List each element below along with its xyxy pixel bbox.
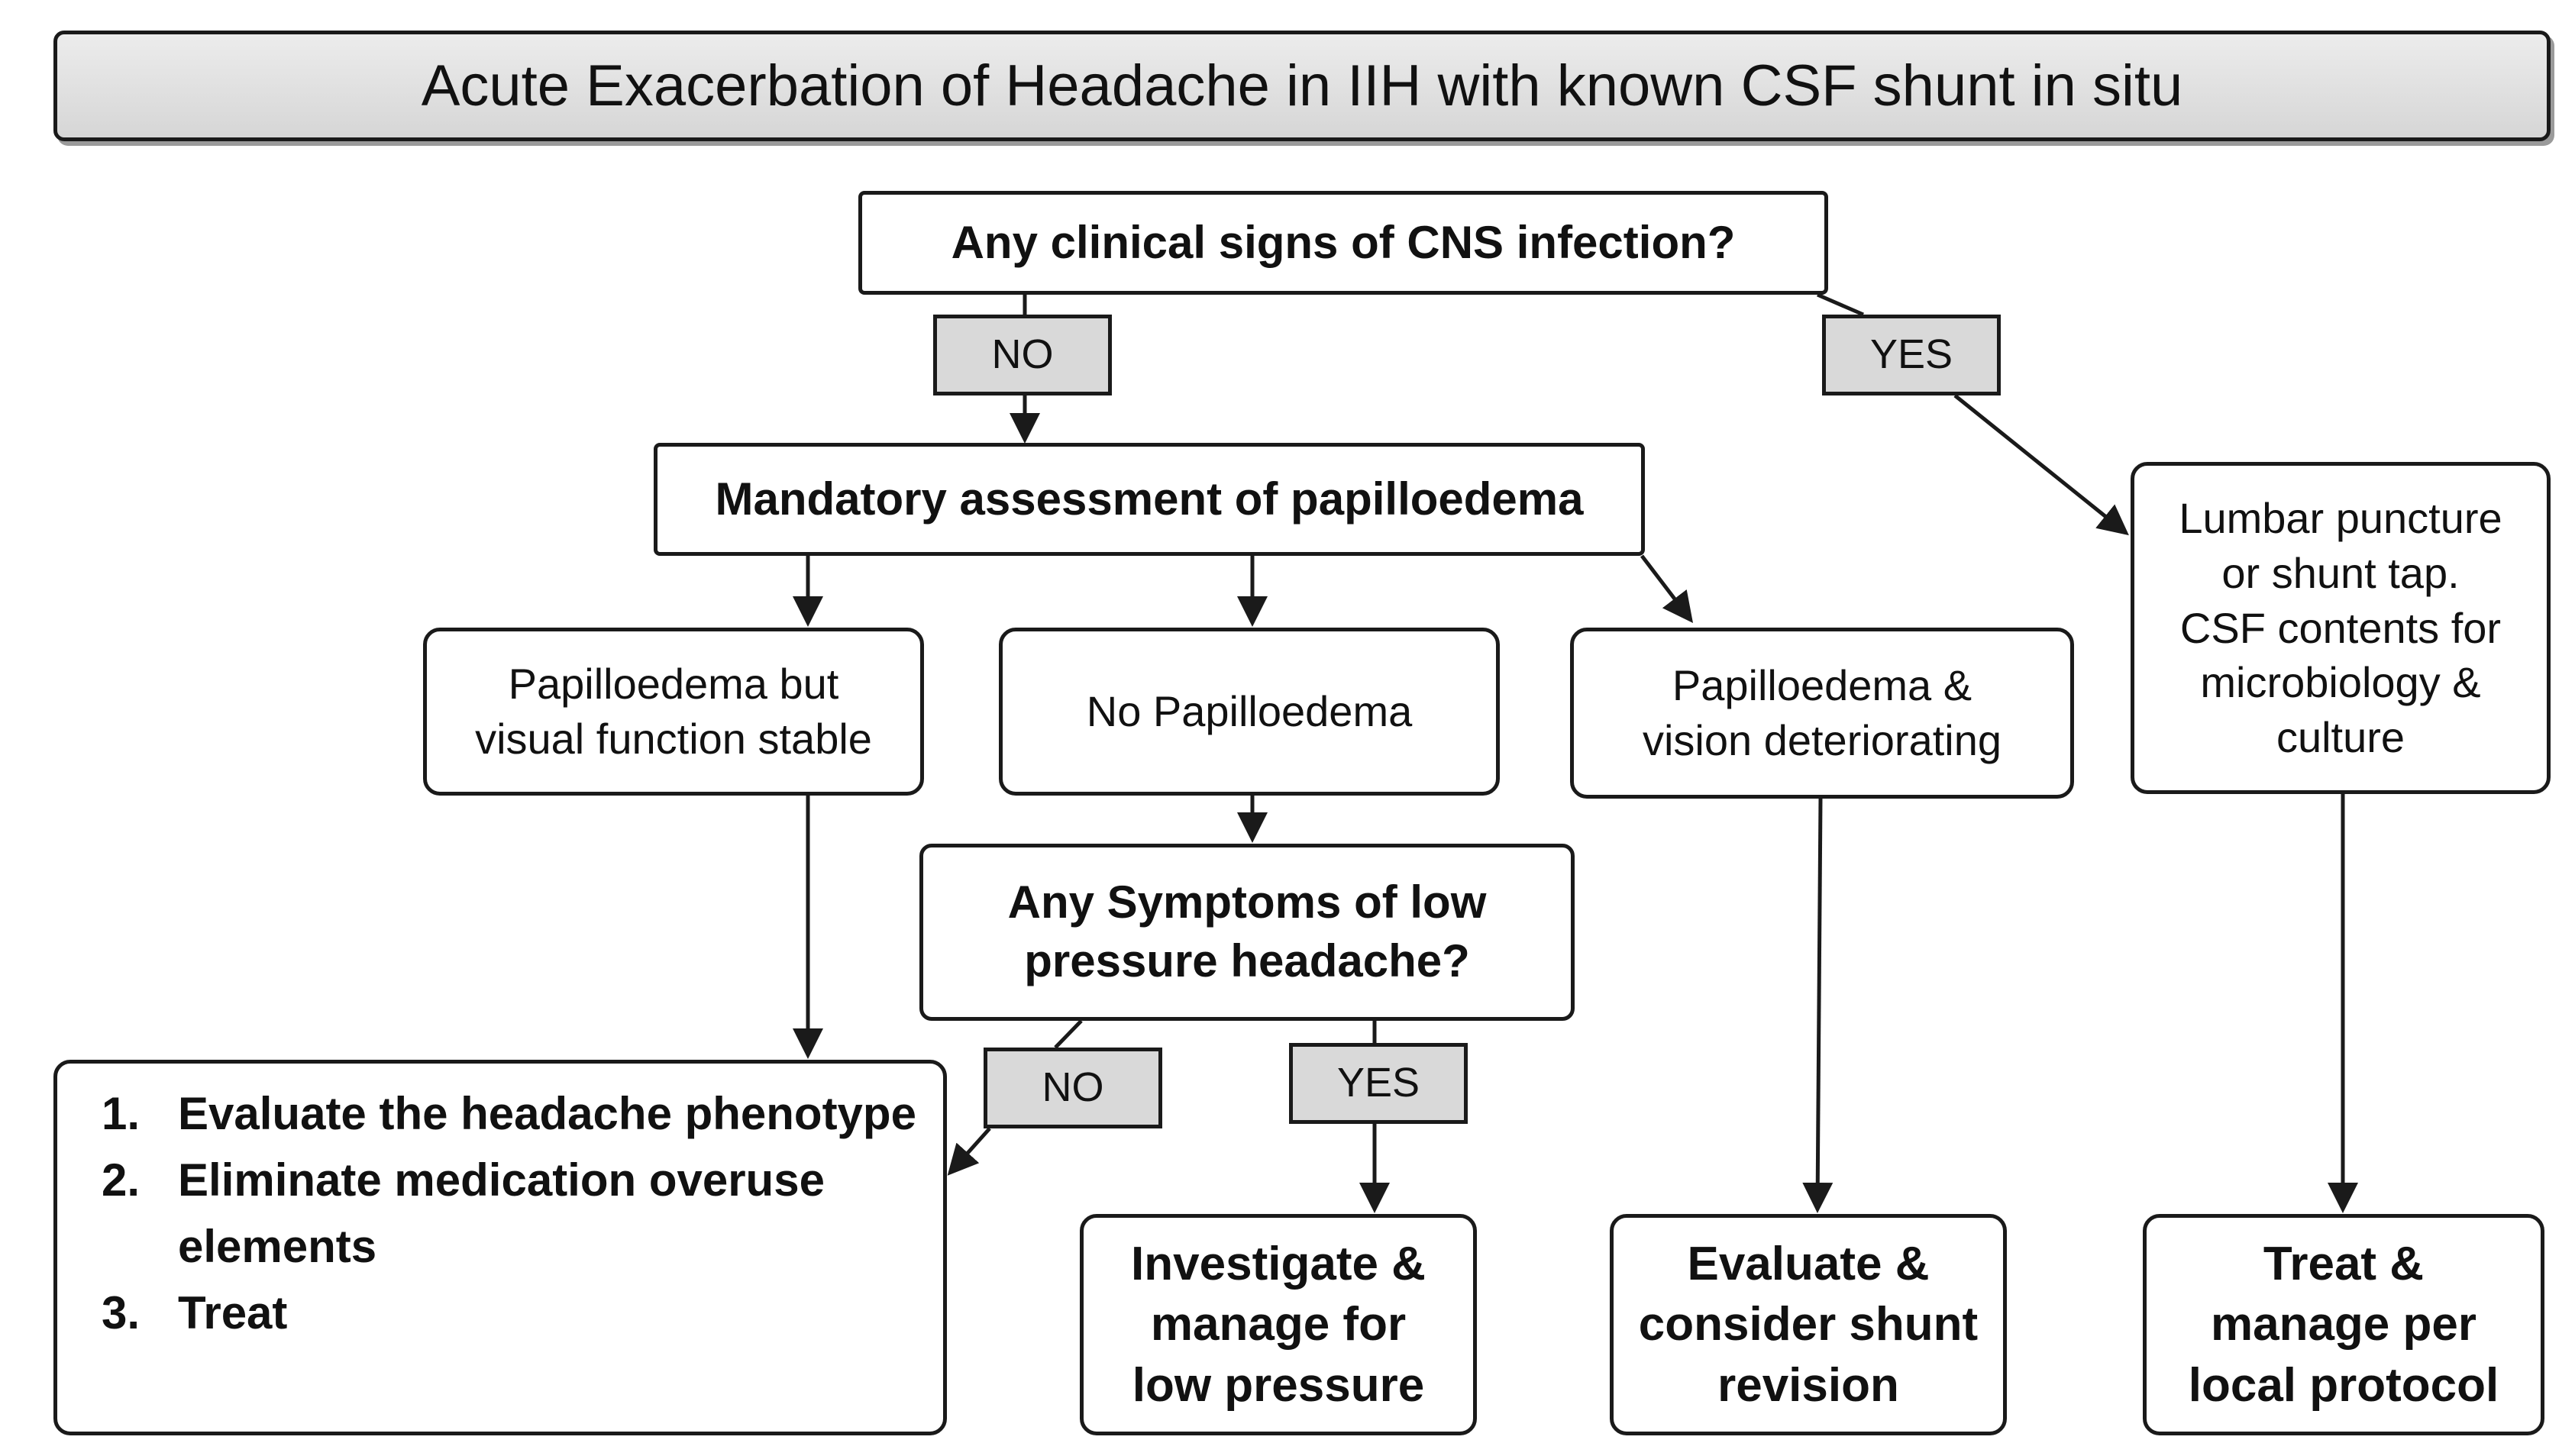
connector-line	[1817, 292, 1864, 317]
list-item-text: Treat	[178, 1287, 288, 1338]
list-item: 3. Treat	[57, 1280, 980, 1346]
yes-label-low-pressure: YES	[1289, 1043, 1468, 1124]
lumbar-puncture-line: Lumbar puncture	[2179, 494, 2502, 543]
papilloedema-stable-line: visual function stable	[475, 715, 872, 763]
list-item-text: Eliminate medication overuse elements	[178, 1154, 825, 1272]
diagram-title-text: Acute Exacerbation of Headache in IIH wi…	[421, 53, 2183, 118]
low-pressure-question-line: Any Symptoms of low	[1007, 877, 1487, 928]
treat-local-protocol-line: local protocol	[2188, 1358, 2499, 1412]
lumbar-puncture-line: culture	[2276, 713, 2405, 761]
no-papilloedema-node: No Papilloedema	[999, 628, 1500, 796]
list-item-text: Evaluate the headache phenotype	[178, 1088, 916, 1139]
papilloedema-deteriorating-line: vision deteriorating	[1642, 716, 2002, 764]
shunt-revision-node: Evaluate & consider shunt revision	[1610, 1214, 2007, 1435]
papilloedema-deteriorating-node: Papilloedema & vision deteriorating	[1570, 628, 2074, 799]
yes-label-cns-text: YES	[1869, 331, 1953, 378]
papilloedema-stable-line: Papilloedema but	[508, 660, 839, 709]
diagram-title: Acute Exacerbation of Headache in IIH wi…	[53, 31, 2551, 141]
arrow	[947, 1127, 991, 1176]
cns-infection-question-text: Any clinical signs of CNS infection?	[951, 216, 1736, 268]
lumbar-puncture-line: microbiology &	[2200, 658, 2481, 707]
cns-infection-question: Any clinical signs of CNS infection?	[858, 191, 1828, 295]
no-label-low-pressure-text: NO	[1042, 1064, 1104, 1111]
shunt-revision-line: revision	[1717, 1358, 1899, 1412]
investigate-low-pressure-line: manage for	[1150, 1298, 1407, 1351]
list-item-number: 3.	[102, 1287, 141, 1338]
no-label-cns: NO	[933, 315, 1112, 395]
papilloedema-assessment-text: Mandatory assessment of papilloedema	[715, 473, 1584, 525]
list-item: 2. Eliminate medication overuse elements	[57, 1147, 980, 1280]
investigate-low-pressure-line: low pressure	[1132, 1358, 1425, 1412]
connector-line	[1054, 1019, 1083, 1049]
papilloedema-deteriorating-line: Papilloedema &	[1672, 661, 1972, 710]
investigate-low-pressure-node: Investigate & manage for low pressure	[1080, 1214, 1477, 1435]
lumbar-puncture-node: Lumbar puncture or shunt tap. CSF conten…	[2131, 462, 2551, 794]
yes-label-low-pressure-text: YES	[1336, 1060, 1420, 1106]
investigate-low-pressure-line: Investigate &	[1131, 1237, 1426, 1290]
treat-local-protocol-node: Treat & manage per local protocol	[2143, 1214, 2544, 1435]
treat-local-protocol-line: Treat &	[2263, 1237, 2425, 1290]
treat-local-protocol-line: manage per	[2210, 1298, 2476, 1351]
list-item-number: 2.	[102, 1154, 141, 1206]
no-label-low-pressure: NO	[984, 1048, 1162, 1128]
arrow	[1802, 798, 1834, 1213]
yes-label-cns: YES	[1822, 315, 2001, 395]
no-label-cns-text: NO	[991, 331, 1054, 378]
shunt-revision-line: Evaluate &	[1687, 1237, 1930, 1290]
low-pressure-question: Any Symptoms of low pressure headache?	[919, 844, 1575, 1021]
lumbar-puncture-line: or shunt tap.	[2221, 548, 2460, 597]
evaluate-headache-list: 1. Evaluate the headache phenotype 2. El…	[53, 1060, 947, 1435]
list-item: 1. Evaluate the headache phenotype	[57, 1080, 980, 1147]
list-item-number: 1.	[102, 1088, 141, 1139]
no-papilloedema-text: No Papilloedema	[1086, 687, 1413, 736]
shunt-revision-line: consider shunt	[1638, 1298, 1979, 1351]
lumbar-puncture-line: CSF contents for	[2179, 603, 2502, 652]
arrow	[1640, 554, 1694, 623]
papilloedema-stable-node: Papilloedema but visual function stable	[423, 628, 924, 796]
low-pressure-question-line: pressure headache?	[1024, 935, 1470, 986]
papilloedema-assessment: Mandatory assessment of papilloedema	[654, 443, 1645, 556]
arrow	[1953, 394, 2129, 536]
